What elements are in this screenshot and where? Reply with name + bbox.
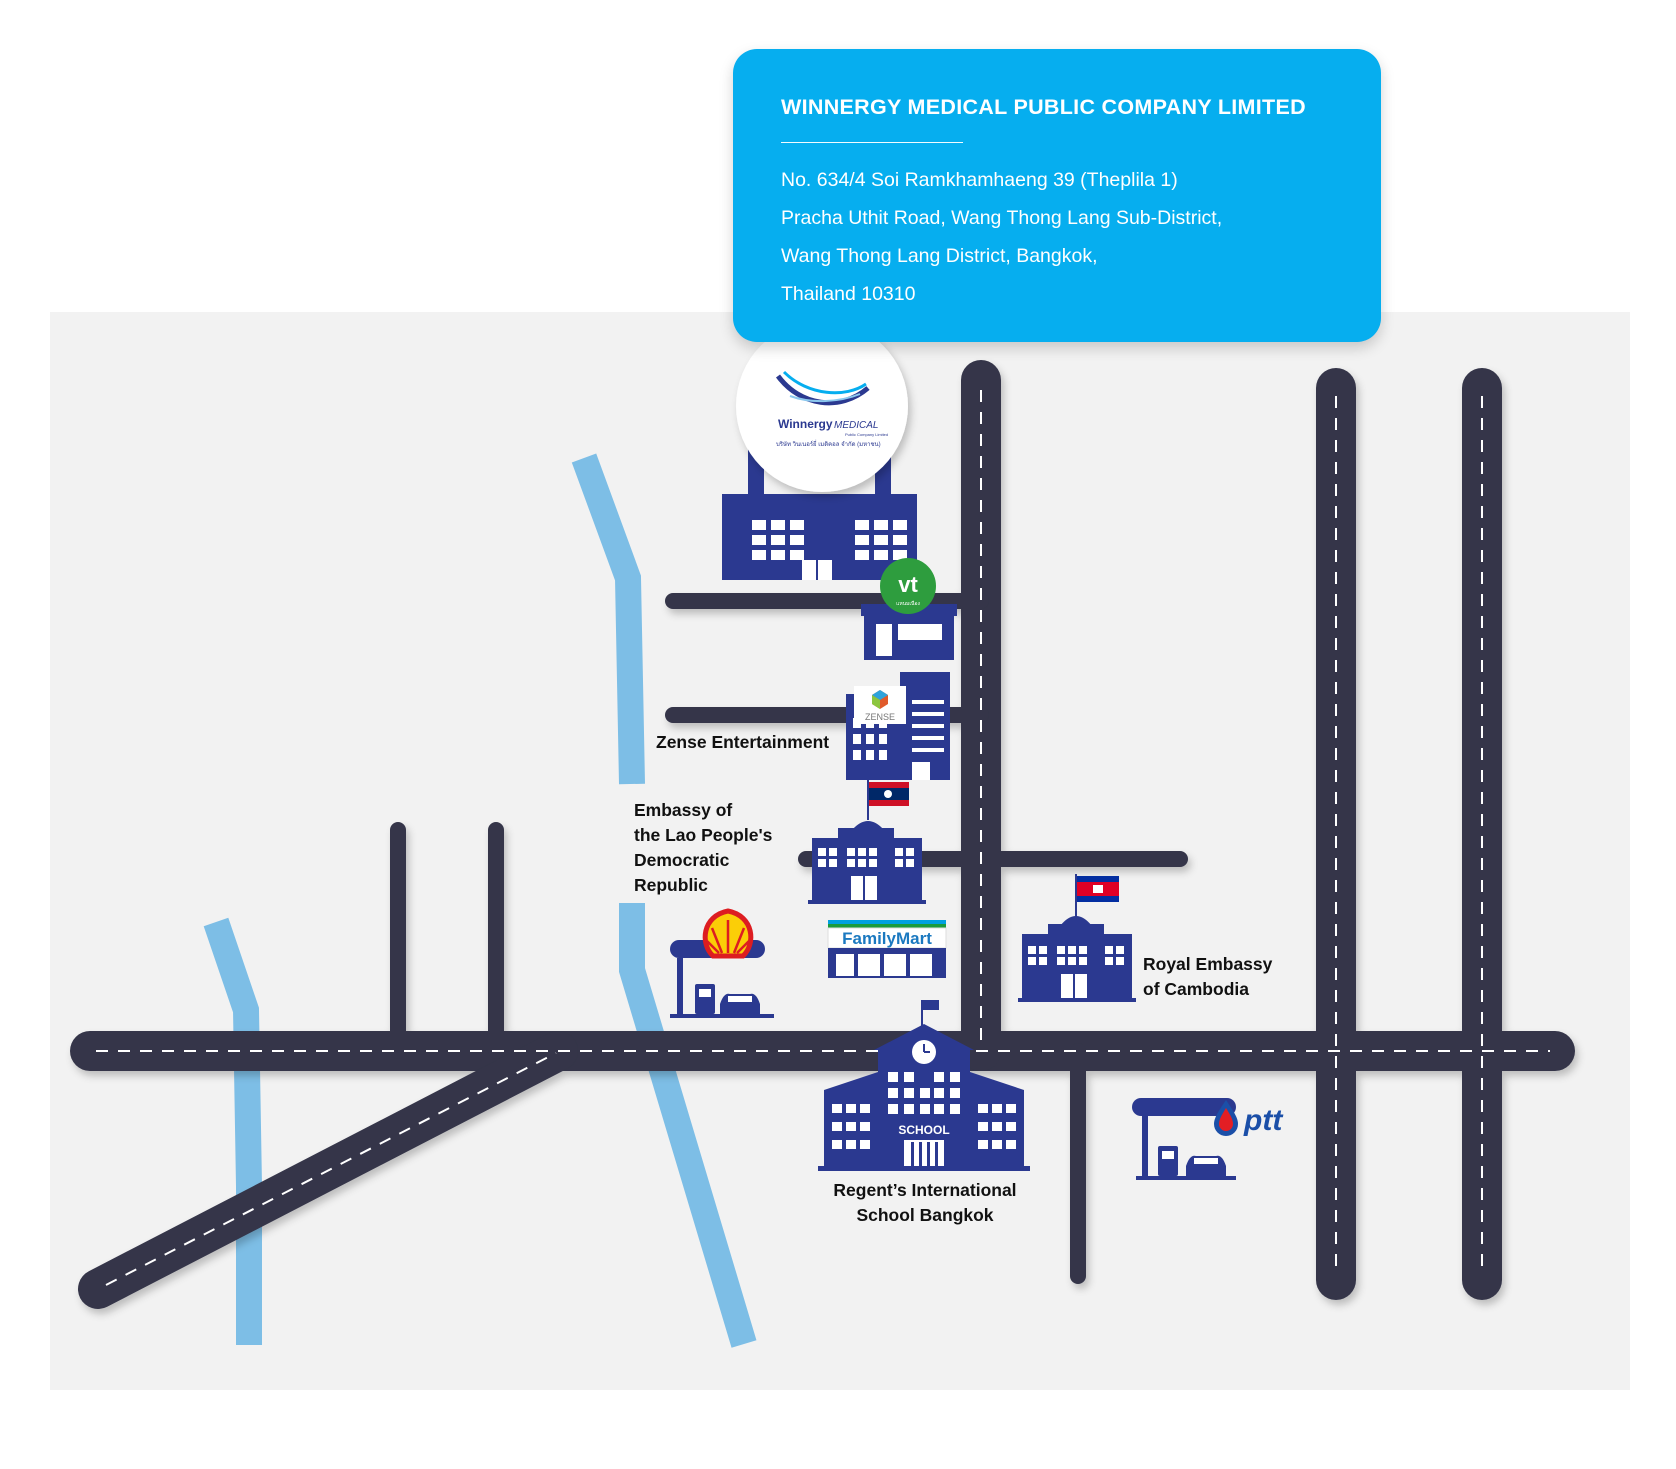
lao-embassy-line-1: Embassy of	[634, 800, 733, 820]
logo-brand-sub: Public Company Limited	[845, 432, 888, 437]
shell-station-icon	[670, 908, 774, 1018]
zense-building-icon: ZENSE	[846, 672, 950, 780]
company-name: WINNERGY MEDICAL PUBLIC COMPANY LIMITED	[781, 95, 1306, 119]
logo-brand-accent: MEDICAL	[834, 420, 878, 431]
ptt-station-icon: ptt	[1132, 1098, 1284, 1180]
card-divider	[781, 142, 963, 143]
cambodia-line-2: of Cambodia	[1143, 979, 1249, 999]
school-building-icon: SCHOOL	[818, 1000, 1030, 1171]
address-line-2: Pracha Uthit Road, Wang Thong Lang Sub-D…	[781, 207, 1223, 229]
road-markings	[96, 390, 1550, 1286]
school-line-1: Regent’s International	[833, 1180, 1017, 1200]
cambodia-embassy-building-icon	[1018, 916, 1136, 1002]
vt-sub: แหนมเนือง	[896, 600, 920, 607]
logo-brand-main: Winnergy	[778, 417, 833, 431]
school-line-2: School Bangkok	[856, 1205, 994, 1225]
address-line-4: Thailand 10310	[781, 283, 916, 305]
familymart-store-icon: FamilyMart	[827, 920, 947, 978]
vt-sign: vt	[898, 572, 918, 597]
logo-thai-line: บริษัท วินเนอร์ยี่ เมดิคอล จำกัด (มหาชน)	[776, 440, 881, 448]
vt-shop-icon: vt แหนมเนือง	[861, 558, 957, 660]
company-info-card: WINNERGY MEDICAL PUBLIC COMPANY LIMITED …	[733, 49, 1381, 342]
school-label: Regent’s International School Bangkok	[820, 1178, 1030, 1228]
address-line-3: Wang Thong Lang District, Bangkok,	[781, 245, 1098, 267]
familymart-sign: FamilyMart	[842, 929, 932, 948]
river	[203, 453, 757, 1348]
lao-flag-icon	[867, 780, 909, 820]
ptt-sign: ptt	[1243, 1104, 1284, 1137]
lao-embassy-line-3: Democratic	[634, 850, 730, 870]
zense-sign: ZENSE	[865, 712, 895, 722]
cambodia-line-1: Royal Embassy	[1143, 954, 1273, 974]
school-sign: SCHOOL	[898, 1123, 949, 1137]
lao-embassy-label: Embassy of the Lao People's Democratic R…	[634, 798, 772, 898]
lao-embassy-line-2: the Lao People's	[634, 825, 773, 845]
winnergy-logo: Winnergy MEDICAL Public Company Limited …	[736, 320, 908, 492]
cambodia-flag-icon	[1075, 874, 1119, 922]
zense-label: Zense Entertainment	[656, 732, 830, 752]
lao-embassy-line-4: Republic	[634, 875, 708, 895]
cambodia-embassy-label: Royal Embassy of Cambodia	[1143, 952, 1272, 1002]
address-line-1: No. 634/4 Soi Ramkhamhaeng 39 (Theplila …	[781, 169, 1178, 191]
lao-embassy-building-icon	[808, 821, 926, 904]
